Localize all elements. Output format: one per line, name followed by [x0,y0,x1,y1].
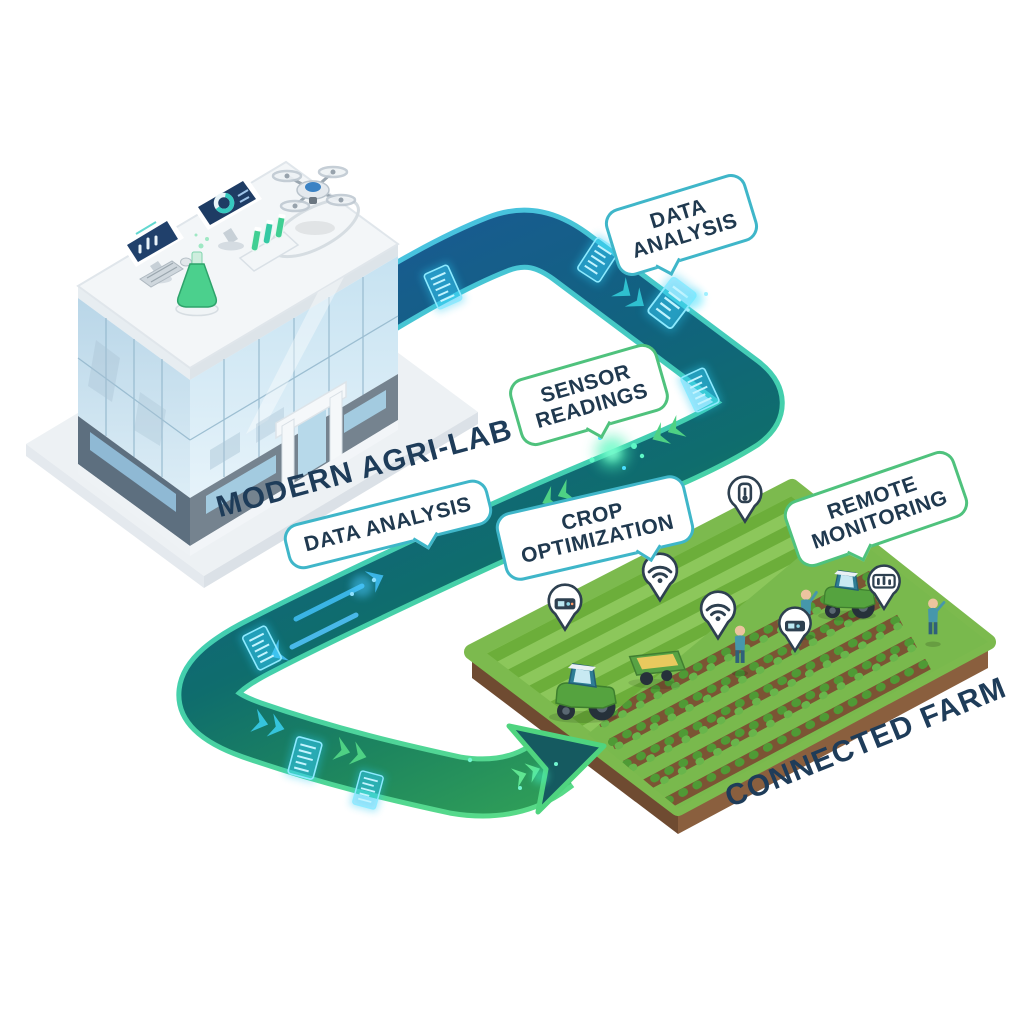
monitor-donut-chart-icon [193,177,262,251]
particle-burst [589,434,645,470]
flask-icon [175,233,219,317]
particle-burst [467,757,558,790]
test-tube-rack-icon [238,213,300,272]
keyboard-icon [139,260,184,288]
glass-facade-left [77,298,191,498]
soil-sensor-pin-icon [727,475,763,523]
particle-burst [686,291,708,312]
sensor-readout-pin-icon [547,583,583,631]
graph-pin-icon [867,564,901,610]
lab-building [76,160,400,556]
farmer-icon [797,589,818,641]
drone-icon [271,165,357,213]
data-flow-band [176,207,785,819]
flow-arrowhead-to-farm [506,723,607,815]
bidirectional-arrow-icon [265,564,389,668]
wifi-pin-icon [641,552,679,602]
wifi-pin-icon [699,590,737,640]
farm-field [464,475,996,834]
farmer-icon [925,598,946,647]
particle-burst [350,575,377,597]
entrance [275,380,347,500]
band-fill [181,212,780,814]
rooftop-equipment [122,165,360,317]
sensor-readout-pin-icon [778,606,812,652]
ground-floor [78,374,398,556]
glass-facade-right [189,256,399,498]
